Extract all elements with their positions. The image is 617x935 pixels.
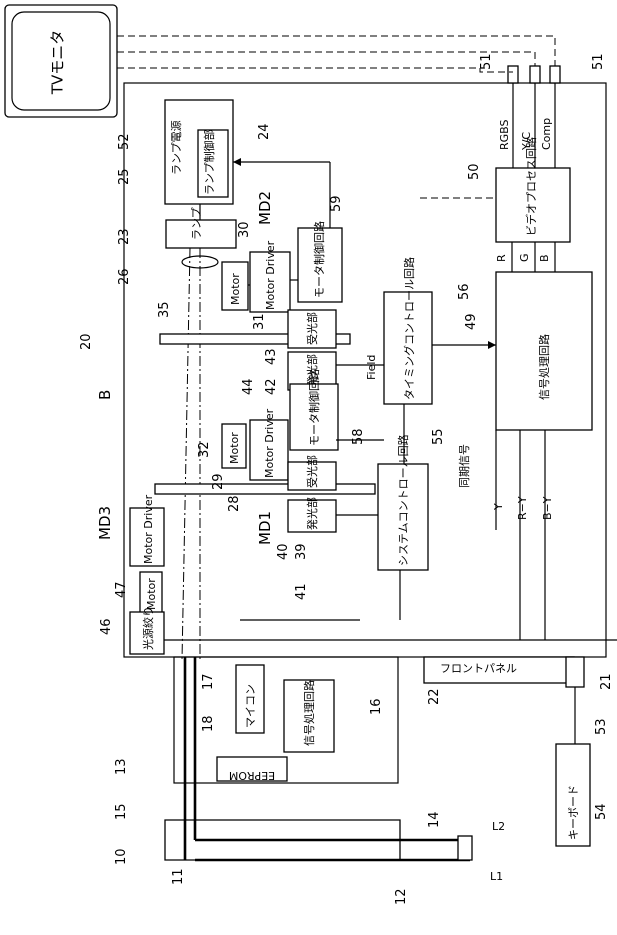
svg-text:54: 54 xyxy=(594,803,609,820)
svg-text:17: 17 xyxy=(201,673,216,690)
lamp-label: ランプ xyxy=(190,207,203,240)
svg-text:Motor Driver: Motor Driver xyxy=(264,240,277,310)
front-panel: フロントパネル xyxy=(424,657,574,683)
svg-text:13: 13 xyxy=(114,758,129,775)
connector-rgbs xyxy=(508,66,518,83)
svg-text:信号処理回路: 信号処理回路 xyxy=(538,334,551,400)
svg-text:55: 55 xyxy=(431,428,446,445)
tv-monitor-label: TVモニタ xyxy=(49,30,67,95)
svg-text:11: 11 xyxy=(171,868,186,885)
svg-text:15: 15 xyxy=(114,803,129,820)
keyboard-connector xyxy=(566,657,584,687)
svg-text:G: G xyxy=(518,253,531,262)
svg-text:Y: Y xyxy=(492,503,505,511)
svg-text:発光部: 発光部 xyxy=(305,497,319,530)
svg-text:31: 31 xyxy=(252,313,267,330)
svg-text:マイコン: マイコン xyxy=(244,684,257,728)
svg-text:51: 51 xyxy=(479,53,494,70)
svg-text:キーボード: キーボード xyxy=(567,785,580,840)
svg-text:29: 29 xyxy=(211,473,226,490)
svg-text:30: 30 xyxy=(237,221,252,238)
svg-text:B−Y: B−Y xyxy=(541,496,554,520)
rgbs-label: RGBS xyxy=(498,119,511,150)
svg-text:56: 56 xyxy=(457,283,472,300)
video-process-circuit: ビデオプロセス回路 xyxy=(420,137,570,242)
svg-text:35: 35 xyxy=(157,301,172,318)
svg-text:23: 23 xyxy=(117,228,132,245)
svg-text:25: 25 xyxy=(117,168,132,185)
svg-text:EEPROM: EEPROM xyxy=(229,769,275,782)
svg-text:28: 28 xyxy=(227,495,242,512)
svg-text:MD3: MD3 xyxy=(96,506,114,540)
svg-text:44: 44 xyxy=(241,378,256,395)
svg-text:21: 21 xyxy=(599,673,614,690)
md3-motor-group: Motor Driver Motor 光源絞り xyxy=(130,494,164,654)
svg-text:タイミングコントロール回路: タイミングコントロール回路 xyxy=(402,257,416,400)
svg-text:ビデオプロセス回路: ビデオプロセス回路 xyxy=(524,137,538,236)
svg-text:信号処理回路: 信号処理回路 xyxy=(303,680,316,746)
lamp: ランプ xyxy=(166,204,236,268)
svg-text:50: 50 xyxy=(467,163,482,180)
svg-text:46: 46 xyxy=(99,618,114,635)
svg-text:MD2: MD2 xyxy=(256,191,274,225)
connector-yc xyxy=(530,66,540,83)
lamp-power-label: ランプ電源 xyxy=(169,120,183,175)
keyboard: キーボード xyxy=(556,657,590,846)
svg-text:R−Y: R−Y xyxy=(516,496,529,520)
svg-text:32: 32 xyxy=(197,441,212,458)
svg-text:B: B xyxy=(96,390,114,400)
svg-text:41: 41 xyxy=(294,583,309,600)
svg-text:R: R xyxy=(495,254,508,262)
rotary-filter-32 xyxy=(155,484,375,494)
svg-text:59: 59 xyxy=(329,195,344,212)
svg-text:受光部: 受光部 xyxy=(305,455,319,488)
svg-text:52: 52 xyxy=(117,133,132,150)
svg-text:フロントパネル: フロントパネル xyxy=(440,662,517,675)
connector-comp xyxy=(550,66,560,83)
svg-text:モータ制御回路: モータ制御回路 xyxy=(307,369,321,446)
svg-text:受光部: 受光部 xyxy=(305,312,319,345)
svg-text:47: 47 xyxy=(114,581,129,598)
sync-signal-label: 同期信号 xyxy=(458,444,471,488)
svg-text:51: 51 xyxy=(591,53,606,70)
svg-text:20: 20 xyxy=(79,333,94,350)
svg-text:Motor Driver: Motor Driver xyxy=(263,408,276,478)
field-label: Field xyxy=(365,355,378,380)
svg-text:Motor: Motor xyxy=(228,432,241,464)
svg-text:39: 39 xyxy=(294,543,309,560)
svg-text:モータ制御回路: モータ制御回路 xyxy=(312,221,326,298)
svg-text:49: 49 xyxy=(464,313,479,330)
svg-text:B: B xyxy=(538,254,551,262)
endoscope: L1 L2 xyxy=(165,657,505,883)
svg-text:14: 14 xyxy=(427,811,442,828)
svg-text:40: 40 xyxy=(276,543,291,560)
svg-text:光源絞り: 光源絞り xyxy=(141,606,155,650)
svg-text:16: 16 xyxy=(369,698,384,715)
svg-text:L1: L1 xyxy=(490,870,503,883)
svg-text:43: 43 xyxy=(264,348,279,365)
svg-text:Motor: Motor xyxy=(145,578,158,610)
svg-text:10: 10 xyxy=(114,848,129,865)
svg-text:MD1: MD1 xyxy=(256,511,274,545)
svg-text:L2: L2 xyxy=(492,820,505,833)
svg-text:12: 12 xyxy=(394,888,409,905)
svg-text:Motor Driver: Motor Driver xyxy=(142,494,155,564)
signal-processing-circuit: 信号処理回路 R G B xyxy=(495,242,592,430)
tip-14 xyxy=(458,836,472,860)
svg-text:22: 22 xyxy=(427,688,442,705)
comp-label: Comp xyxy=(540,118,553,150)
svg-text:42: 42 xyxy=(264,378,279,395)
system-control-circuit: システムコントロール回路 同期信号 Y R−Y B−Y xyxy=(378,404,554,640)
tv-monitor: TVモニタ xyxy=(5,5,117,117)
svg-text:26: 26 xyxy=(117,268,132,285)
lamp-control-label: ランプ制御部 xyxy=(202,129,216,195)
svg-text:53: 53 xyxy=(594,718,609,735)
svg-text:18: 18 xyxy=(201,715,216,732)
svg-text:24: 24 xyxy=(257,123,272,140)
svg-text:58: 58 xyxy=(351,428,366,445)
svg-text:Motor: Motor xyxy=(229,273,242,305)
